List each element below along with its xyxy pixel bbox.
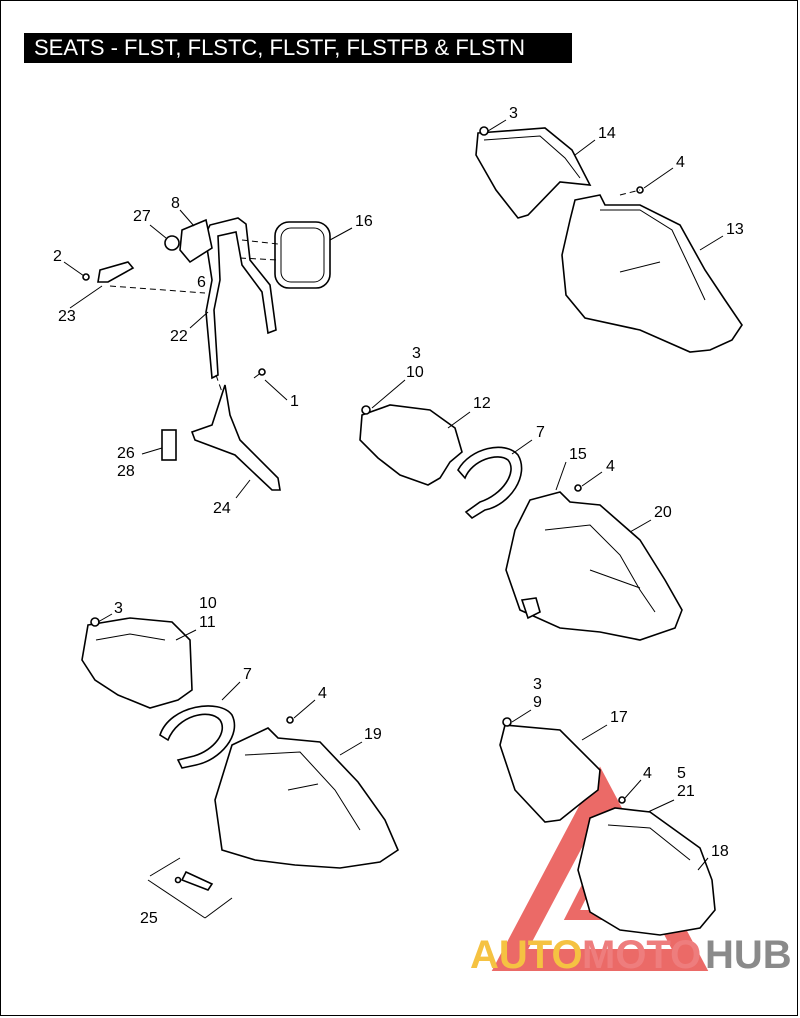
seat-13-assembly [475,126,743,353]
callout-17: 17 [610,709,628,726]
callout-27: 27 [133,208,151,225]
callout-7-lower: 7 [243,666,252,683]
callout-19: 19 [364,726,382,743]
seat-19-assembly [81,617,399,919]
callout-12: 12 [473,395,491,412]
callout-6: 6 [197,274,206,291]
callout-8: 8 [171,195,180,212]
callout-4-lower-left: 4 [318,685,327,702]
callout-4-top: 4 [676,154,685,171]
callout-3-lower-left: 3 [114,600,123,617]
callout-23: 23 [58,308,76,325]
callout-7-middle: 7 [536,424,545,441]
callout-10-lower: 10 [199,595,217,612]
callout-16: 16 [355,213,373,230]
callout-13: 13 [726,221,744,238]
callout-21: 21 [677,783,695,800]
callout-labels: 1 2 3 3 3 3 4 4 4 4 5 6 7 7 8 9 10 10 11… [53,105,744,927]
sissy-bar-assembly [82,217,331,491]
watermark-moto: MOTO [582,933,701,977]
callout-28: 28 [117,463,135,480]
callout-24: 24 [213,500,231,517]
watermark-hub: HUB [705,933,792,977]
callout-11: 11 [199,614,216,631]
callout-18: 18 [711,843,729,860]
callout-4-middle: 4 [606,458,615,475]
callout-9: 9 [533,694,542,711]
watermark-auto: AUTO [470,933,583,977]
callout-5: 5 [677,765,686,782]
callout-25: 25 [140,910,158,927]
callout-3-middle: 3 [412,345,421,362]
callout-26: 26 [117,445,135,462]
callout-3-lower-right: 3 [533,676,542,693]
callout-1: 1 [290,393,299,410]
callout-15: 15 [569,446,587,463]
callout-2: 2 [53,248,62,265]
callout-20: 20 [654,504,672,521]
page-title: SEATS - FLST, FLSTC, FLSTF, FLSTFB & FLS… [24,33,572,63]
seat-18-assembly [499,717,716,936]
seat-20-assembly [359,404,683,641]
callout-10-middle: 10 [406,364,424,381]
callout-3-top: 3 [509,105,518,122]
callout-4-lower-right: 4 [643,765,652,782]
callout-14: 14 [598,125,616,142]
callout-22: 22 [170,328,188,345]
watermark-text: AUTO MOTO HUB [470,933,792,977]
